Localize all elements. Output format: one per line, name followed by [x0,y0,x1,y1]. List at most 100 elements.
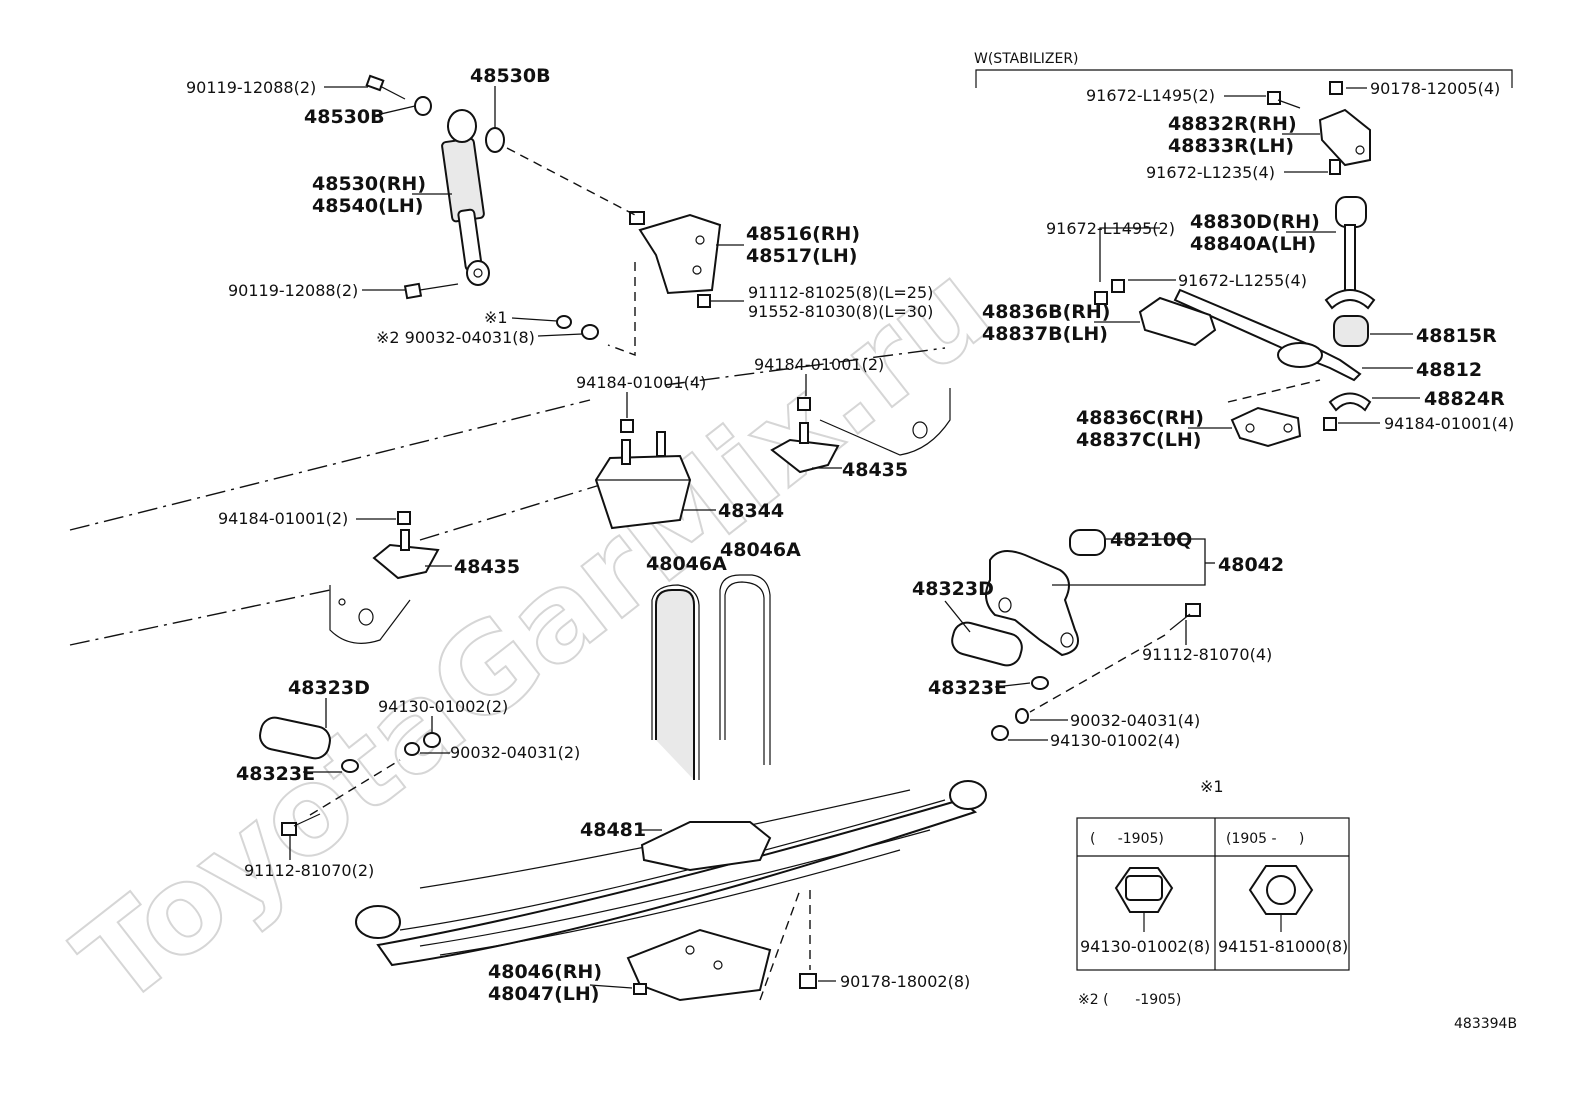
label-94130-4: 94130-01002(4) [1050,731,1180,750]
bolt-top [365,74,406,100]
retainer-48824r [1328,392,1372,412]
spring-seat-48046 [626,928,772,1002]
label-48481: 48481 [580,819,646,841]
shock-bracket [629,211,722,295]
label-48530rh: 48530(RH) [312,173,426,195]
label-91112-81070-4: 91112-81070(4) [1142,645,1272,664]
label-91112-81070-2: 91112-81070(2) [244,861,374,880]
pin-48323d-left [259,716,331,760]
dash-shock-bracket [506,147,636,216]
washer-90032-2 [404,742,420,756]
label-94184-4-right: 94184-01001(4) [1384,414,1514,433]
bump-stopper-48344 [594,431,692,530]
dash-bracket-down [607,262,636,357]
label-48530b-top: 48530B [470,65,551,87]
note-table-marker: ※1 [1200,777,1224,796]
frame-hole-small [338,598,346,606]
frame-line-top [69,399,591,531]
note-table-col2-part: 94151-81000(8) [1218,937,1348,956]
stabilizer-link-48830d [1324,196,1376,310]
dash-left-bolt [309,759,401,816]
stabilizer-bar-48812 [1173,288,1362,382]
label-91552-81030: 91552-81030(8)(L=30) [748,302,933,321]
bolts-91672-l1255 [1094,279,1125,305]
label-90119-bottom: 90119-12088(2) [228,281,358,300]
label-91672-l1255: 91672-L1255(4) [1178,271,1307,290]
frame-line-right-top [664,347,946,386]
label-48830d: 48830D(RH) [1190,211,1320,233]
shock-absorber [441,109,490,286]
dash-seat-2 [759,889,801,1001]
bumper-48435-right [770,422,840,474]
grease-48323e-right [1031,676,1049,690]
frame-hole-left [358,608,374,626]
label-90032-04031-8: ※2 90032-04031(8) [376,328,535,347]
stabilizer-bracket-48832r [1318,81,1371,175]
note-table-col1-part: 94130-01002(8) [1080,937,1210,956]
grease-48323e-left [341,759,359,773]
label-48516rh: 48516(RH) [746,223,860,245]
note-table-col2-header: (1905 - ) [1226,831,1304,847]
label-48833r: 48833R(LH) [1168,135,1294,157]
nut-94130-01002-icon [1114,867,1174,932]
label-48836c: 48836C(RH) [1076,407,1204,429]
label-48210q: 48210Q [1110,529,1192,551]
u-bolt-right [719,574,771,765]
pin-48323d-right [951,621,1023,667]
label-48323d-right: 48323D [912,578,994,600]
label-48812: 48812 [1416,359,1482,381]
label-90178-12005: 90178-12005(4) [1370,79,1500,98]
stabilizer-bracket-48836c [1230,406,1302,448]
label-48836b: 48836B(RH) [982,301,1110,323]
nut-94184-2-right [797,397,811,411]
frame-line-mid [419,484,601,541]
label-48047lh: 48047(LH) [488,983,599,1005]
label-48435-right: 48435 [842,459,908,481]
label-48323d-left: 48323D [288,677,370,699]
dash-right-bolt [1029,634,1166,713]
nut-94184-2-left [397,511,411,525]
label-48046rh: 48046(RH) [488,961,602,983]
label-94130-2: 94130-01002(2) [378,697,508,716]
stabilizer-bracket-48836b [1138,296,1217,347]
label-94184-2-left: 94184-01001(2) [218,509,348,528]
frame-line-bottom [69,589,331,646]
label-94184-4: 94184-01001(4) [576,373,706,392]
label-94184-2-right: 94184-01001(2) [754,355,884,374]
bumper-48435-left [372,529,440,580]
bolt-91112-4 [1169,603,1201,631]
label-91672-l1235: 91672-L1235(4) [1146,163,1275,182]
washer-90032-8 [581,324,599,340]
nut-94130-4 [991,725,1009,741]
u-bolt-left [651,584,700,780]
nut-note1 [556,315,572,329]
label-91672-l1495-mid: 91672-L1495(2) [1046,219,1175,238]
nut-90178-18002 [799,973,817,989]
leaf-spring [355,780,987,967]
nut-94184-4 [620,419,634,433]
label-48540lh: 48540(LH) [312,195,423,217]
bolt-bottom [403,282,459,300]
frame-bracket-outline [819,388,951,456]
label-90032-04031-4: 90032-04031(4) [1070,711,1200,730]
label-91672-l1495-top: 91672-L1495(2) [1086,86,1215,105]
label-48815r: 48815R [1416,325,1497,347]
label-48840a: 48840A(LH) [1190,233,1316,255]
label-48517lh: 48517(LH) [746,245,857,267]
label-90178-18002: 90178-18002(8) [840,972,970,991]
bushing-48530b-left [414,96,432,116]
shackle-48042 [985,550,1079,657]
label-stabilizer-group: W(STABILIZER) [974,51,1079,67]
label-48824r: 48824R [1424,388,1505,410]
diagram-id: 483394B [1454,1016,1517,1032]
label-48344: 48344 [718,500,784,522]
nut-94130-2 [423,732,441,748]
label-48046a-left: 48046A [646,553,727,575]
label-48323e-left: 48323E [236,763,315,785]
frame-hole-right [912,421,928,439]
bushing-48530b-top [485,127,505,153]
bushing-48815r [1333,315,1369,347]
note-table: ※1 ( -1905) (1905 - ) 94130-01002(8) 941… [1076,777,1350,971]
label-90119-top: 90119-12088(2) [186,78,316,97]
